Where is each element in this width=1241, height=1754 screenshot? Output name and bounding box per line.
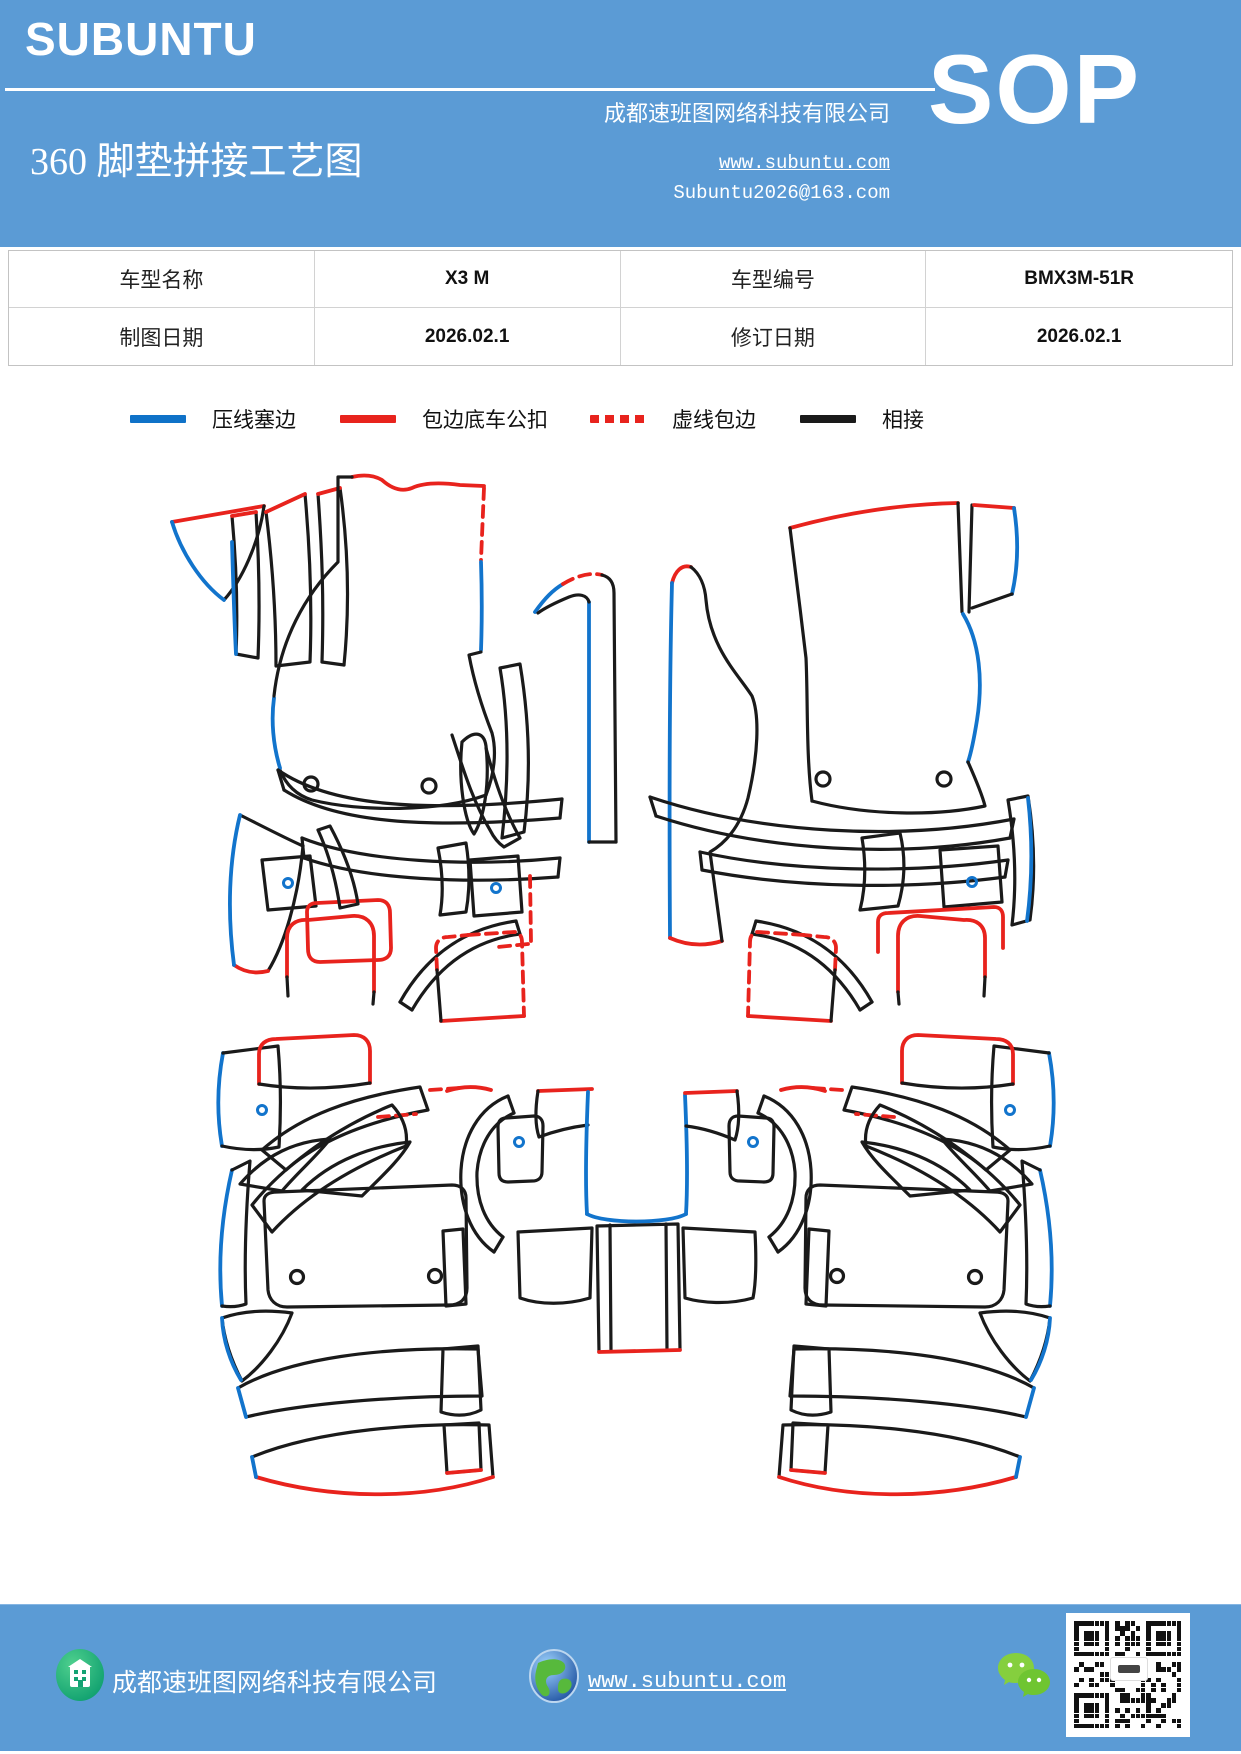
wechat-icon (998, 1653, 1050, 1697)
header-divider (5, 88, 935, 91)
footer-website-link[interactable]: www.subuntu.com (588, 1669, 787, 1694)
qr-center-logo (1110, 1657, 1148, 1681)
globe-icon (529, 1649, 579, 1703)
table-cell-code-label: 车型编号 (620, 251, 927, 308)
red-line-swatch (340, 415, 396, 423)
header-website-link[interactable]: www.subuntu.com (718, 152, 890, 174)
table-cell-model-label: 车型名称 (9, 251, 315, 308)
brand-logo: SUBUNTU (25, 13, 257, 65)
sop-label: SOP (928, 34, 1141, 144)
vehicle-info-table: 车型名称 X3 M 车型编号 BMX3M-51R 制图日期 2026.02.1 … (8, 250, 1233, 366)
legend-item-edge-buckle: 包边底车公扣 (340, 404, 548, 434)
table-cell-drawdate-label: 制图日期 (9, 308, 315, 365)
table-cell-code-value: BMX3M-51R (926, 251, 1232, 308)
header-email: Subuntu2026@163.com (673, 182, 890, 204)
legend-item-dashed-edge: 虚线包边 (590, 404, 756, 434)
header-company-name: 成都速班图网络科技有限公司 (603, 101, 890, 126)
building-icon (56, 1649, 104, 1701)
footer-company-name: 成都速班图网络科技有限公司 (112, 1670, 438, 1697)
red-dashed-swatch (590, 415, 646, 423)
qr-code (1066, 1613, 1190, 1737)
header: SUBUNTU 360 脚垫拼接工艺图 成都速班图网络科技有限公司 www.su… (0, 0, 1241, 247)
table-cell-drawdate-value: 2026.02.1 (315, 308, 621, 365)
blue-line-swatch (130, 415, 186, 423)
legend-item-press-line: 压线塞边 (130, 404, 296, 434)
table-cell-model-value: X3 M (314, 251, 621, 308)
qr-pattern (1074, 1621, 1182, 1729)
line-type-legend: 压线塞边 包边底车公扣 虚线包边 相接 (0, 404, 1241, 438)
footer: 成都速班图网络科技有限公司 www.subuntu.com (0, 1604, 1241, 1751)
black-line-swatch (800, 415, 856, 423)
table-cell-revdate-value: 2026.02.1 (1036, 325, 1122, 347)
legend-item-join: 相接 (800, 404, 924, 434)
table-cell-revdate-label: 修订日期 (621, 308, 927, 365)
page-title: 360 脚垫拼接工艺图 (30, 141, 363, 183)
